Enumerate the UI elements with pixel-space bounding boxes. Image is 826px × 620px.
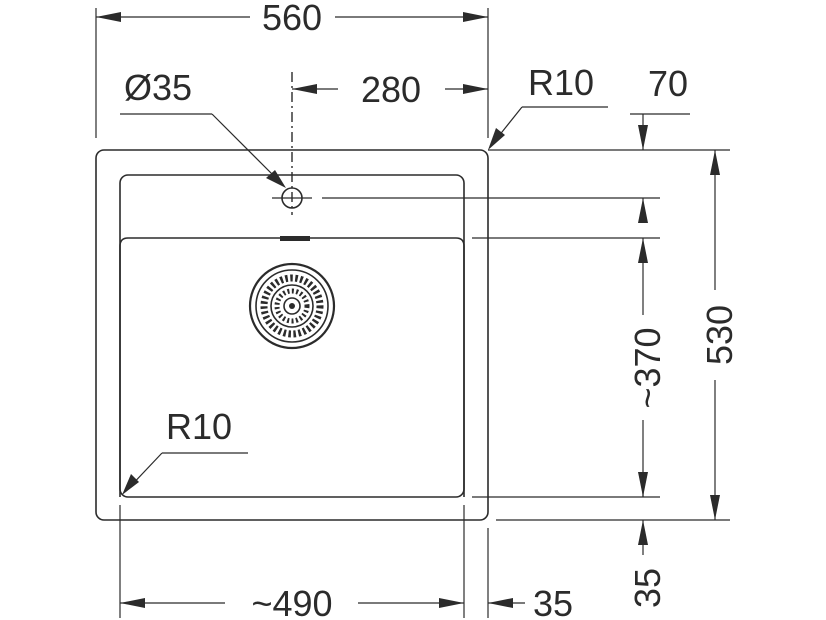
dimension-tap-zone: 70 xyxy=(322,63,730,223)
overflow-slot xyxy=(280,236,310,241)
tap-hole-diameter-label: Ø35 xyxy=(124,67,192,108)
bowl-width-label: ~490 xyxy=(251,583,332,620)
bowl-depth-label: ~370 xyxy=(627,327,668,408)
tap-zone-label: 70 xyxy=(648,63,688,104)
sink-outer-outline xyxy=(95,149,489,521)
bowl-radius-label: R10 xyxy=(166,406,232,447)
dimension-side-rim: 35 xyxy=(488,583,573,620)
overall-width-label: 560 xyxy=(262,0,322,38)
sink-inner-rim xyxy=(119,174,465,498)
overall-depth-label: 530 xyxy=(699,305,740,365)
tap-hole-offset-label: 280 xyxy=(361,69,421,110)
dimension-bowl-width: ~490 xyxy=(119,505,489,620)
dimension-bowl-depth: ~370 xyxy=(472,237,668,498)
dimension-overall-depth: 530 xyxy=(496,150,740,521)
side-rim-label: 35 xyxy=(533,583,573,620)
dimension-front-rim: 35 xyxy=(627,472,668,608)
dimension-bowl-radius: R10 xyxy=(122,406,248,495)
sink-body xyxy=(95,149,489,521)
dimension-tap-hole-diameter: Ø35 xyxy=(120,67,286,188)
dimension-overall-width: 560 xyxy=(95,0,489,138)
dimension-tap-hole-offset: 280 xyxy=(292,69,488,110)
tap-hole xyxy=(272,72,312,215)
outer-radius-label: R10 xyxy=(528,62,594,103)
front-rim-label: 35 xyxy=(627,568,668,608)
drain-strainer-icon xyxy=(248,262,336,350)
dimension-outer-radius: R10 xyxy=(488,62,608,150)
